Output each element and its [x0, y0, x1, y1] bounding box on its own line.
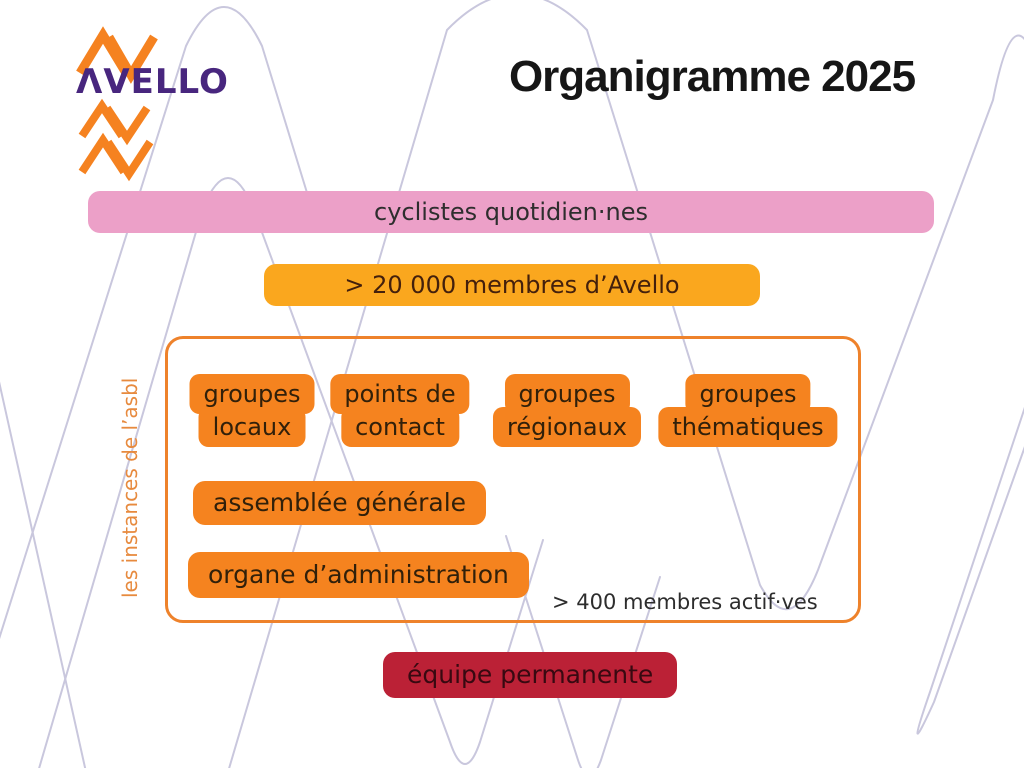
- chip-line: régionaux: [492, 407, 642, 447]
- chip-groupes-locaux: groupes locaux: [189, 374, 315, 447]
- instances-box: [165, 336, 861, 623]
- board-pill: organe d’administration: [188, 552, 529, 598]
- instances-side-label: les instances de l’asbl: [118, 377, 142, 599]
- avello-logo-chevrons-icon: [76, 26, 158, 182]
- members-bar: > 20 000 membres d’Avello: [264, 264, 760, 306]
- active-members-note: > 400 membres actif·ves: [552, 590, 818, 614]
- general-assembly-pill: assemblée générale: [193, 481, 487, 525]
- chip-line: locaux: [198, 407, 306, 447]
- permanent-team-bar: équipe permanente: [383, 652, 678, 698]
- cyclists-bar: cyclistes quotidien·nes: [88, 191, 934, 233]
- chip-points-de-contact: points de contact: [330, 374, 470, 447]
- chip-line: thématiques: [658, 407, 838, 447]
- page-title: Organigramme 2025: [508, 52, 916, 101]
- chip-groupes-thematiques: groupes thématiques: [658, 374, 838, 447]
- chip-line: contact: [341, 407, 459, 447]
- avello-wordmark: ΛVELLO: [76, 62, 229, 102]
- chip-groupes-regionaux: groupes régionaux: [492, 374, 642, 447]
